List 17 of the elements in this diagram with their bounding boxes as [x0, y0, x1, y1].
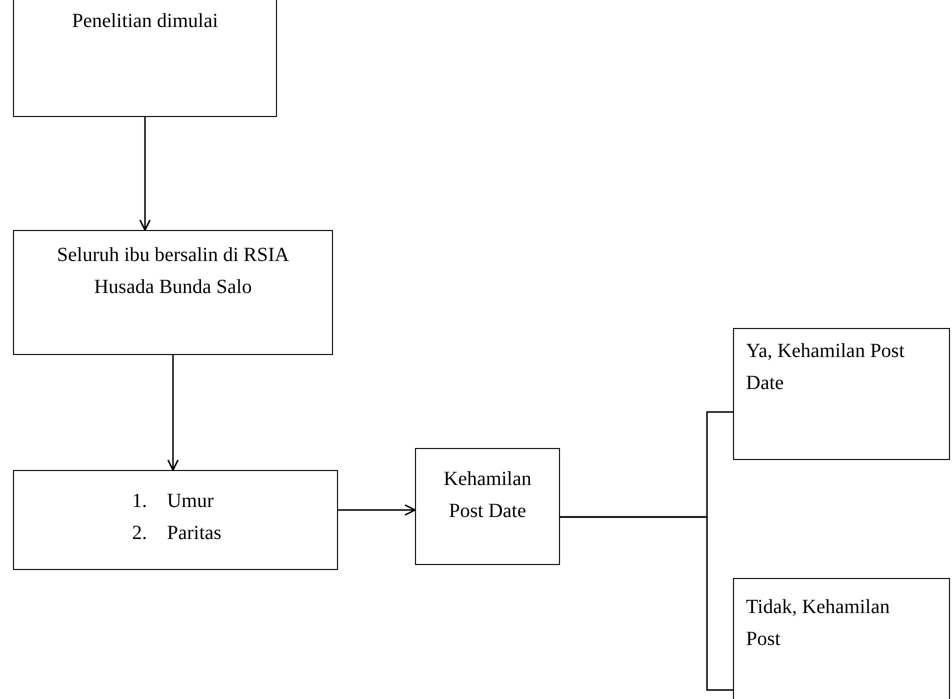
box-text: Ya, Kehamilan Post Date	[746, 339, 906, 396]
box-text: 2. Paritas	[132, 521, 222, 546]
box-text: Seluruh ibu bersalin di RSIA Husada Bunda Salo	[56, 243, 290, 300]
process-box	[415, 448, 560, 565]
box-text: Penelitian dimulai	[70, 9, 220, 34]
connector-line	[560, 516, 733, 691]
arrow	[139, 117, 151, 231]
process-box	[13, 470, 338, 570]
process-box	[733, 328, 950, 460]
box-text: Kehamilan Post Date	[442, 467, 532, 524]
process-box	[733, 578, 950, 699]
process-box	[13, 0, 277, 117]
box-text: Tidak, Kehamilan Post	[746, 595, 891, 652]
process-box	[13, 230, 333, 355]
box-text: 1. Umur	[132, 489, 215, 514]
arrow	[167, 355, 179, 471]
arrow	[338, 504, 416, 516]
